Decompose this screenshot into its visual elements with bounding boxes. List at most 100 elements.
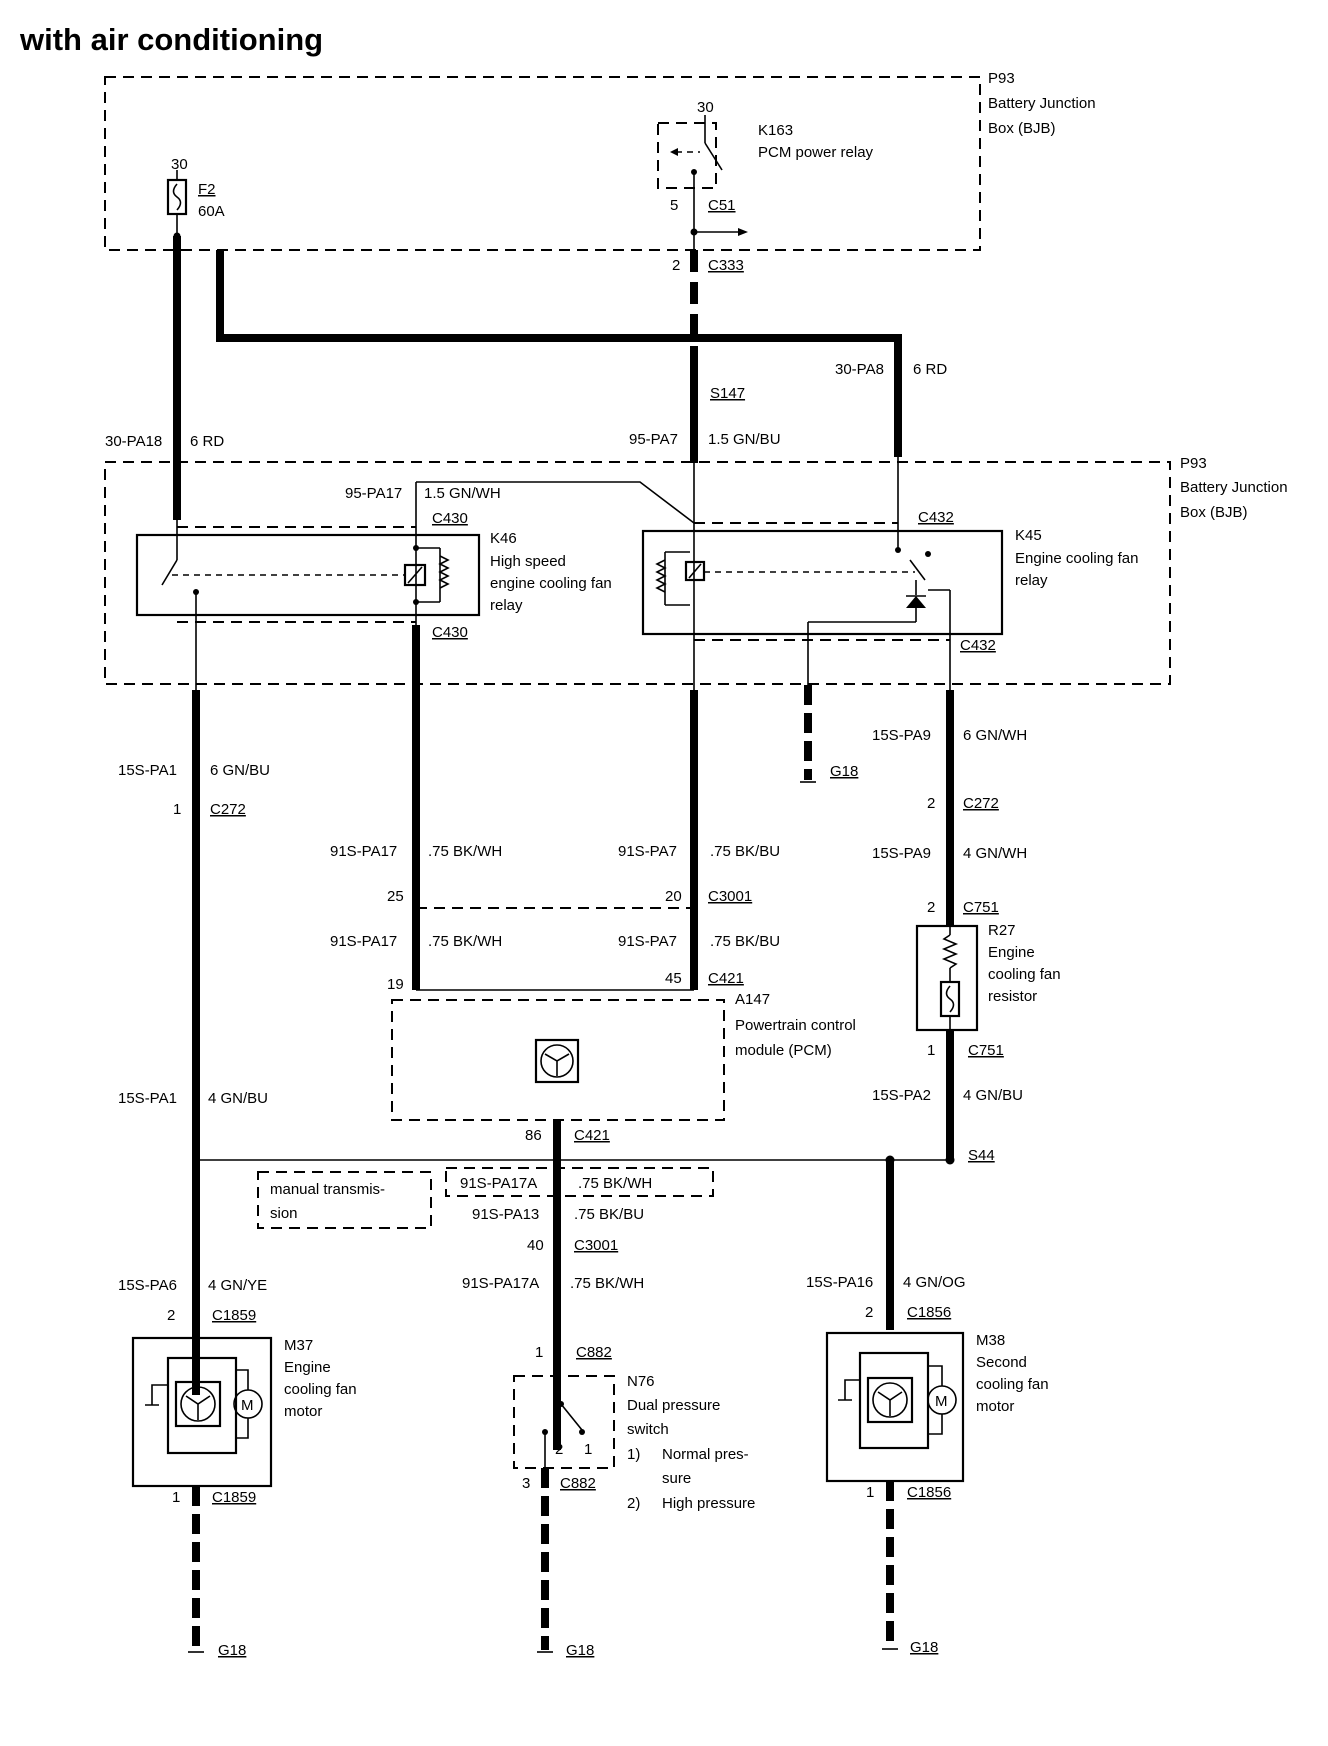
c3001-bot-pin: 40 xyxy=(527,1237,544,1254)
w91spa17a-spec: .75 BK/WH xyxy=(570,1275,644,1292)
fuse-f2: 30 F2 60A xyxy=(166,156,225,240)
switch-n76: 1 C882 2 1 N76 Dual pressure switch 1) N… xyxy=(513,1344,755,1512)
m37-motor-symbol: M xyxy=(241,1397,254,1414)
r27-id: R27 xyxy=(988,922,1016,939)
w95pa17-circuit: 95-PA17 xyxy=(345,485,402,502)
w15spa2-circuit: 15S-PA2 xyxy=(872,1087,931,1104)
k163-connector: C51 xyxy=(708,197,736,214)
w15spa6-spec: 4 GN/YE xyxy=(208,1277,267,1294)
g18-k45: G18 xyxy=(830,763,858,780)
bjb-mid-id: P93 xyxy=(1180,455,1207,472)
w30pa18-spec: 6 RD xyxy=(190,433,224,450)
c3001-top-pin-left: 25 xyxy=(387,888,404,905)
fuse-id: F2 xyxy=(198,181,216,198)
w15spa9b-circuit: 15S-PA9 xyxy=(872,845,931,862)
n76-conn-top: C882 xyxy=(576,1344,612,1361)
w15spa16-circuit: 15S-PA16 xyxy=(806,1274,873,1291)
pcm-a147: A147 Powertrain control module (PCM) xyxy=(391,991,856,1121)
c421-top-pin-right: 45 xyxy=(665,970,682,987)
n76-conn-bot: C882 xyxy=(560,1475,596,1492)
fuse-pin: 30 xyxy=(171,156,188,173)
w30pa8-spec: 6 RD xyxy=(913,361,947,378)
w91spa17a-box-spec: .75 BK/WH xyxy=(578,1175,652,1192)
w91spa7a-circuit: 91S-PA7 xyxy=(618,843,677,860)
n76-opt2-line1: High pressure xyxy=(662,1495,755,1512)
w91spa13-spec: .75 BK/BU xyxy=(574,1206,644,1223)
relay-k45: C432 C432 K45 Engine cooling fan relay xyxy=(641,457,1138,690)
w15spa9b-spec: 4 GN/WH xyxy=(963,845,1027,862)
manual-note-box xyxy=(257,1171,432,1229)
w95pa7-spec: 1.5 GN/BU xyxy=(708,431,781,448)
w91spa7b-circuit: 91S-PA7 xyxy=(618,933,677,950)
m37-conn-top: C1859 xyxy=(212,1307,256,1324)
k46-line2: engine cooling fan xyxy=(490,575,612,592)
m37-pin-bot: 1 xyxy=(172,1489,180,1506)
k45-id: K45 xyxy=(1015,527,1042,544)
pcm-line1: Powertrain control xyxy=(735,1017,856,1034)
w91spa17a-circuit: 91S-PA17 xyxy=(330,843,397,860)
c751-bot-pin: 1 xyxy=(927,1042,935,1059)
wire-30pa8 xyxy=(216,250,902,457)
n76-id: N76 xyxy=(627,1373,655,1390)
c272-right-id: C272 xyxy=(963,795,999,812)
w91spa7a-spec: .75 BK/BU xyxy=(710,843,780,860)
k45-line2: relay xyxy=(1015,572,1048,589)
n76-contact-2: 2 xyxy=(555,1441,563,1458)
ground-right: G18 xyxy=(910,1639,938,1656)
c3001-top-id: C3001 xyxy=(708,888,752,905)
n76-line1: Dual pressure xyxy=(627,1397,720,1414)
ground-mid: G18 xyxy=(566,1642,594,1659)
n76-opt1-line1: Normal pres- xyxy=(662,1446,749,1463)
w15spa1a-spec: 6 GN/BU xyxy=(210,762,270,779)
bjb-top-name-2: Box (BJB) xyxy=(988,120,1056,137)
k163-name: PCM power relay xyxy=(758,144,874,161)
wire-95pa17 xyxy=(416,481,695,524)
w91spa7b-spec: .75 BK/BU xyxy=(710,933,780,950)
n76-line2: switch xyxy=(627,1421,669,1438)
s147-label: S147 xyxy=(710,385,745,402)
c272-left-id: C272 xyxy=(210,801,246,818)
r27-line2: cooling fan xyxy=(988,966,1061,983)
m37-conn-bot: C1859 xyxy=(212,1489,256,1506)
splice-s147 xyxy=(690,376,698,384)
pcm-id: A147 xyxy=(735,991,770,1008)
m38-line2: cooling fan xyxy=(976,1376,1049,1393)
w15spa9a-circuit: 15S-PA9 xyxy=(872,727,931,744)
bjb-mid-name-1: Battery Junction xyxy=(1180,479,1288,496)
m38-motor-symbol: M xyxy=(935,1393,948,1410)
k46-conn-bot: C430 xyxy=(432,624,468,641)
k163-id: K163 xyxy=(758,122,793,139)
m37-line3: motor xyxy=(284,1403,322,1420)
m38-line3: motor xyxy=(976,1398,1014,1415)
m37-line2: cooling fan xyxy=(284,1381,357,1398)
w15spa16-spec: 4 GN/OG xyxy=(903,1274,966,1291)
bjb-top-box xyxy=(104,76,981,251)
diagram-title: with air conditioning xyxy=(19,22,323,57)
c333-id: C333 xyxy=(708,257,744,274)
c333-pin: 2 xyxy=(672,257,680,274)
bjb-mid-name-2: Box (BJB) xyxy=(1180,504,1248,521)
w15spa6-circuit: 15S-PA6 xyxy=(118,1277,177,1294)
manual-note-line1: manual transmis- xyxy=(270,1181,385,1198)
w95pa7-circuit: 95-PA7 xyxy=(629,431,678,448)
m37-pin-top: 2 xyxy=(167,1307,175,1324)
motor-m37: 2 C1859 M M37 Engine cooling fan motor 1… xyxy=(131,1307,357,1506)
relay-k46: C430 C430 K46 High speed engine cooling … xyxy=(135,510,612,690)
w91spa17a-spec: .75 BK/WH xyxy=(428,843,502,860)
bjb-mid-box xyxy=(104,461,1171,685)
bjb-top-id: P93 xyxy=(988,70,1015,87)
n76-opt2-num: 2) xyxy=(627,1495,640,1512)
c421-top-id: C421 xyxy=(708,970,744,987)
c421-bot-pin: 86 xyxy=(525,1127,542,1144)
k45-conn-top: C432 xyxy=(918,509,954,526)
m38-pin-top: 2 xyxy=(865,1304,873,1321)
k45-line1: Engine cooling fan xyxy=(1015,550,1138,567)
m38-pin-bot: 1 xyxy=(866,1484,874,1501)
c272-right-pin: 2 xyxy=(927,795,935,812)
w15spa2-spec: 4 GN/BU xyxy=(963,1087,1023,1104)
c751-bot-id: C751 xyxy=(968,1042,1004,1059)
c751-top-id: C751 xyxy=(963,899,999,916)
w91spa17b-circuit: 91S-PA17 xyxy=(330,933,397,950)
w91spa17b-spec: .75 BK/WH xyxy=(428,933,502,950)
